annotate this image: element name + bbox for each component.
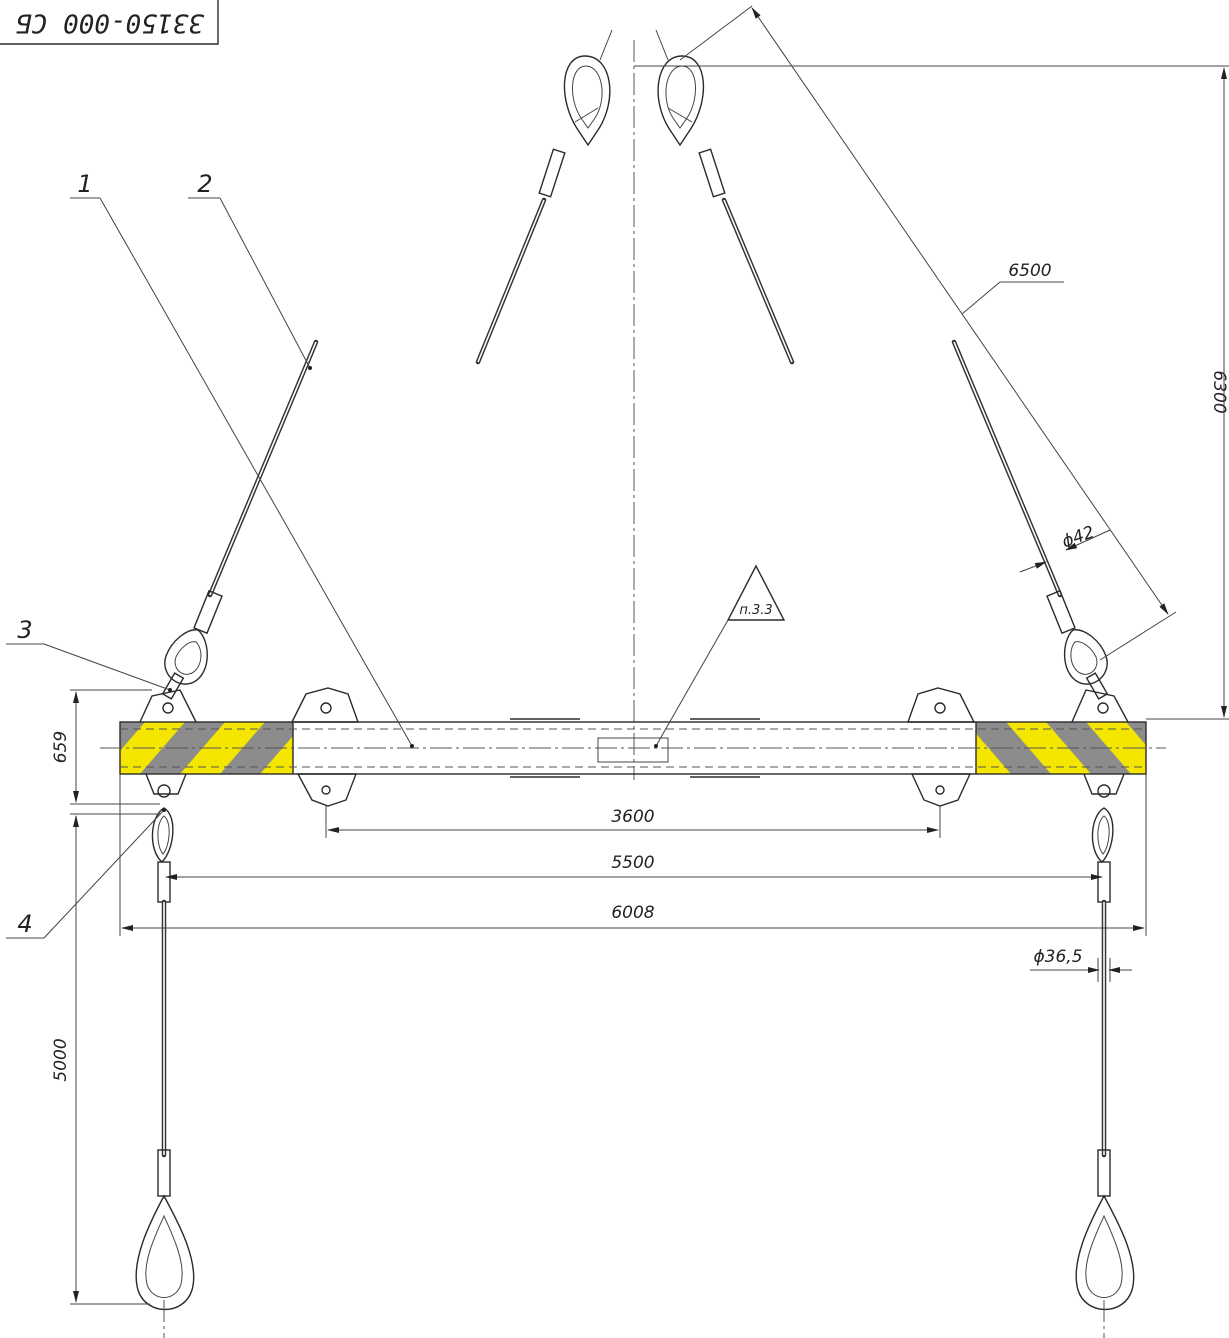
- dim-sling-spacing: 5500: [165, 853, 1103, 880]
- dim-lower-sling-length: 5000: [51, 813, 160, 1305]
- dim-sling-spacing-label: 5500: [611, 853, 654, 873]
- callout-2: 2: [188, 170, 312, 370]
- drawing-designation: 33150-000 СБ: [16, 8, 205, 38]
- note-ref-label: п.3.3: [739, 603, 772, 618]
- lug-top-right: [907, 687, 976, 723]
- lug-top-left-end: [139, 689, 197, 723]
- lug-top-right-end: [1071, 689, 1129, 723]
- lug-top-left: [290, 687, 359, 723]
- dim-beam-height-label: 659: [51, 731, 71, 763]
- dim-beam-length-label: 6008: [611, 903, 654, 923]
- dim-lug-spacing-label: 3600: [611, 807, 654, 827]
- callout-2-label: 2: [197, 170, 212, 198]
- lower-sling-right: [1075, 807, 1135, 1338]
- dim-lower-sling-length-label: 5000: [51, 1038, 71, 1081]
- callout-4-label: 4: [17, 910, 32, 938]
- lug-bottom-right: [910, 773, 972, 807]
- dim-beam-length: 6008: [119, 774, 1147, 936]
- lugs: [139, 687, 1129, 807]
- dim-lower-rope-dia-label: ϕ36,5: [1033, 947, 1082, 967]
- dim-upper-height: 6300: [634, 65, 1229, 720]
- note-marker: п.3.3: [654, 564, 786, 748]
- title-stamp: 33150-000 СБ: [0, 0, 219, 45]
- dim-upper-sling-length-label: 6500: [1008, 261, 1051, 281]
- callout-4: 4: [6, 808, 166, 939]
- dim-lower-rope-dia: ϕ36,5: [1030, 947, 1132, 982]
- dim-upper-height-label: 6300: [1209, 370, 1229, 413]
- callout-1: 1: [70, 170, 414, 748]
- callout-3: 3: [6, 616, 172, 692]
- upper-sling-left: [161, 339, 319, 700]
- dim-upper-sling-length: 6500: [679, 5, 1177, 661]
- upper-sling-right: [951, 339, 1109, 700]
- beam: [100, 718, 1166, 778]
- lug-bottom-left: [296, 773, 358, 807]
- dim-lug-spacing: 3600: [325, 806, 941, 838]
- callout-1-label: 1: [77, 170, 92, 198]
- lower-sling-left: [135, 807, 195, 1338]
- callout-3-label: 3: [17, 616, 32, 644]
- dim-upper-rope-dia-label: ϕ42: [1059, 522, 1097, 552]
- top-sling-left: [475, 29, 613, 365]
- dim-beam-height: 659: [51, 689, 160, 805]
- top-sling-right: [655, 29, 795, 365]
